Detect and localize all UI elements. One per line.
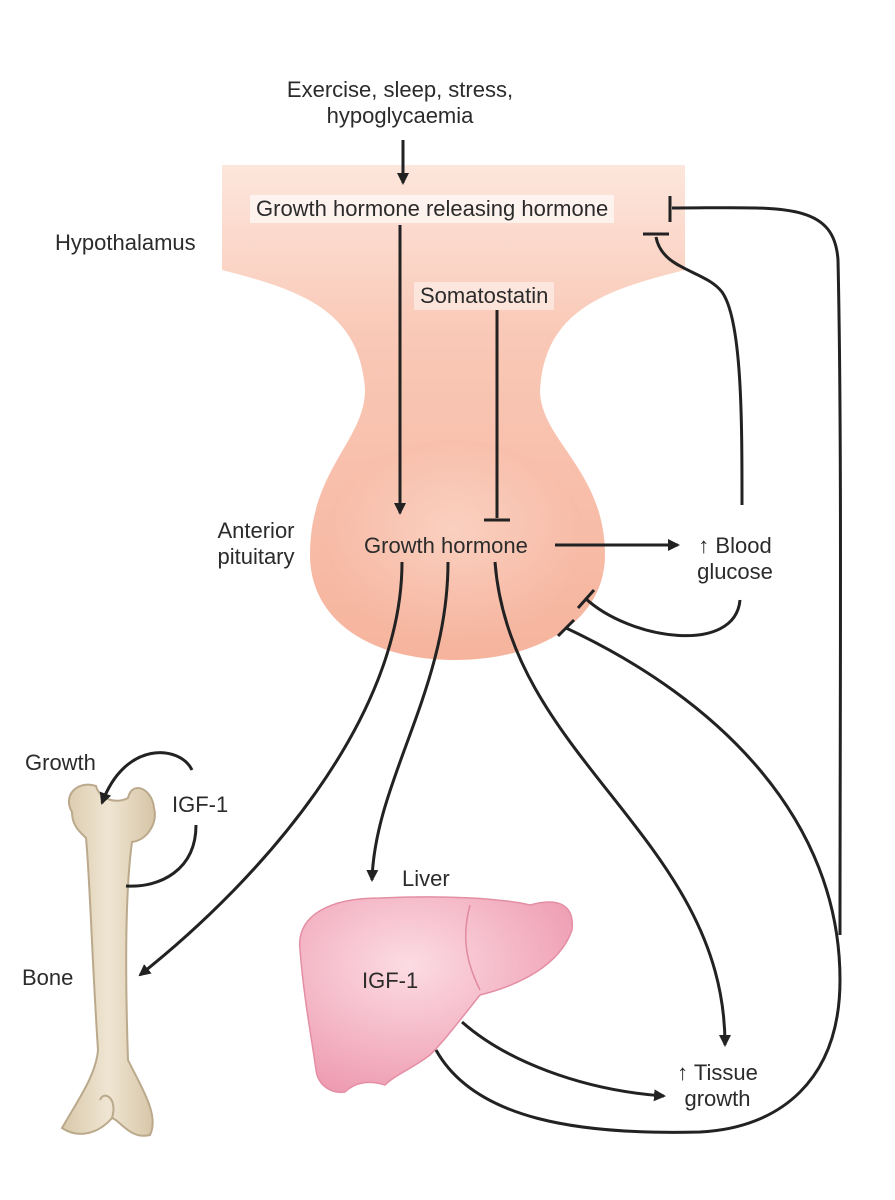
anterior-line-1: Anterior (217, 518, 295, 543)
liver-label: Liver (402, 866, 450, 891)
tissue-line-1: ↑ Tissue (677, 1060, 758, 1085)
bone-shape (60, 783, 156, 1137)
ghrh-label: Growth hormone releasing hormone (250, 195, 615, 223)
pathway-lines (99, 140, 842, 1134)
stimuli-line-1: Exercise, sleep, stress, (286, 77, 514, 102)
growth-hormone-label: Growth hormone (364, 533, 528, 558)
tissue-line-2: growth (684, 1085, 751, 1111)
pituitary-highlight (325, 440, 585, 640)
blood-line-2: glucose (697, 558, 773, 584)
tissue-growth-label: ↑ Tissue growth (660, 1060, 775, 1112)
liver-shape (299, 896, 573, 1094)
liver-lobe-line (464, 904, 481, 991)
growth-label: Growth (25, 750, 96, 775)
liver-igf1-label: IGF-1 (362, 968, 419, 993)
blood-glucose-label: ↑ Blood glucose (680, 533, 790, 585)
anterior-pituitary-label: Anterior pituitary (200, 518, 312, 570)
bone-igf1-label: IGF-1 (172, 792, 229, 817)
stimuli-label: Exercise, sleep, stress, hypoglycaemia (265, 77, 535, 129)
bone-label: Bone (22, 965, 74, 990)
stimuli-line-2: hypoglycaemia (326, 102, 474, 128)
blood-line-1: ↑ Blood (698, 533, 772, 558)
somatostatin-label: Somatostatin (414, 282, 555, 310)
anterior-line-2: pituitary (217, 543, 295, 569)
hypothalamus-label: Hypothalamus (55, 230, 196, 255)
